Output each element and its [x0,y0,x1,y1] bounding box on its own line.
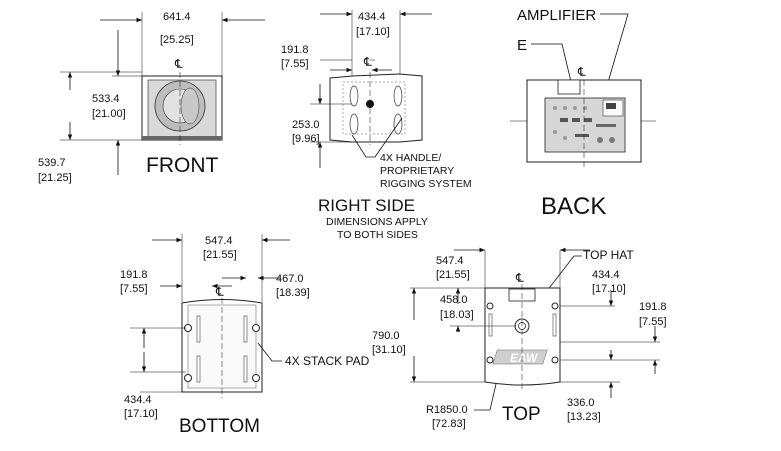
top-rear-in: [13.23] [567,411,601,423]
bottom-stack-pad-callout: 4X STACK PAD [285,354,370,368]
side-note-line1: DIMENSIONS APPLY [326,216,428,228]
top-depth-mm: 790.0 [372,330,400,342]
bottom-pad-span-in: [18.39] [276,287,310,299]
right-side-view: 434.4 [17.10] 191.8 [7.55] ℄ 253.0 [9.96… [281,10,472,241]
bottom-width-mm: 547.4 [205,235,233,247]
front-view: 641.4 [25.25] ℄ 533.4 [21.00] 539.7 [21.… [38,11,265,184]
bottom-label: BOTTOM [179,416,260,437]
top-depth-in: [31.10] [372,344,406,356]
right-side-label: RIGHT SIDE [318,196,415,215]
handle-icon [349,85,359,107]
side-handle-height-in: [9.96] [292,133,320,145]
stack-pad-icon [252,324,260,332]
front-width-mm: 641.4 [163,11,191,23]
bottom-pad-span-mm: 467.0 [276,273,304,285]
bottom-depth-in: [17.10] [124,408,158,420]
side-callout-line3: RIGGING SYSTEM [380,178,472,190]
side-callout-line1: 4X HANDLE/ [380,152,441,164]
top-hat-offset-in: [18.03] [440,309,474,321]
top-radius-in: [72.83] [432,418,466,430]
side-offset-mm: 191.8 [281,44,309,56]
side-cabinet [329,73,423,143]
side-depth-mm: 434.4 [358,11,386,23]
back-amplifier-label: AMPLIFIER [517,7,596,24]
top-side-depth-mm: 434.4 [592,269,620,281]
side-offset-in: [7.55] [281,58,309,70]
top-width-in: [21.55] [436,269,470,281]
stack-pad-icon [252,374,260,382]
back-e-label: E [517,37,527,54]
side-handle-height-mm: 253.0 [292,119,320,131]
side-note-line2: TO BOTH SIDES [337,229,418,241]
top-side-offset-in: [7.55] [639,316,667,328]
top-width-mm: 547.4 [436,255,464,267]
front-overall-height-mm: 539.7 [38,157,66,169]
back-centerline: ℄ [577,65,586,79]
top-radius-mm: R1850.0 [426,404,468,416]
amplifier-controls [553,106,616,143]
back-label: BACK [541,193,606,220]
top-view: 547.4 [21.55] TOP HAT EAW ℄ 790.0 [31.10… [372,247,667,430]
side-depth-in: [17.10] [356,26,390,38]
bottom-centerline: ℄ [215,285,224,299]
bottom-view: 547.4 [21.55] 191.8 [7.55] 467.0 [18.39]… [120,234,370,437]
bottom-depth-mm: 434.4 [124,394,152,406]
top-rear-mm: 336.0 [567,397,595,409]
back-view: AMPLIFIER E ℄ BACK [510,7,656,220]
front-overall-height-in: [21.25] [38,172,72,184]
front-label: FRONT [146,154,218,177]
handle-icon [349,113,359,135]
top-hat-callout: TOP HAT [583,248,634,262]
top-cabinet [484,287,561,386]
side-centerline: ℄ [363,55,372,69]
front-height-mm: 533.4 [92,93,120,105]
bottom-width-in: [21.55] [203,249,237,261]
stack-pad-icon [184,374,192,382]
handle-icon [393,85,403,107]
bottom-offset-mm: 191.8 [120,269,148,281]
top-label: TOP [502,404,541,425]
top-side-offset-mm: 191.8 [639,301,667,313]
eaw-logo-text: EAW [510,351,539,365]
top-centerline: ℄ [515,271,524,285]
front-height-in: [21.00] [92,108,126,120]
eaw-logo [492,349,548,365]
top-handle-icon [557,79,581,95]
front-width-in: [25.25] [160,34,194,46]
top-hat-offset-mm: 458.0 [440,294,468,306]
front-centerline: ℄ [174,57,183,71]
side-callout-line2: PROPRIETARY [380,165,454,177]
top-side-depth-in: [17.10] [592,283,626,295]
bottom-offset-in: [7.55] [120,283,148,295]
